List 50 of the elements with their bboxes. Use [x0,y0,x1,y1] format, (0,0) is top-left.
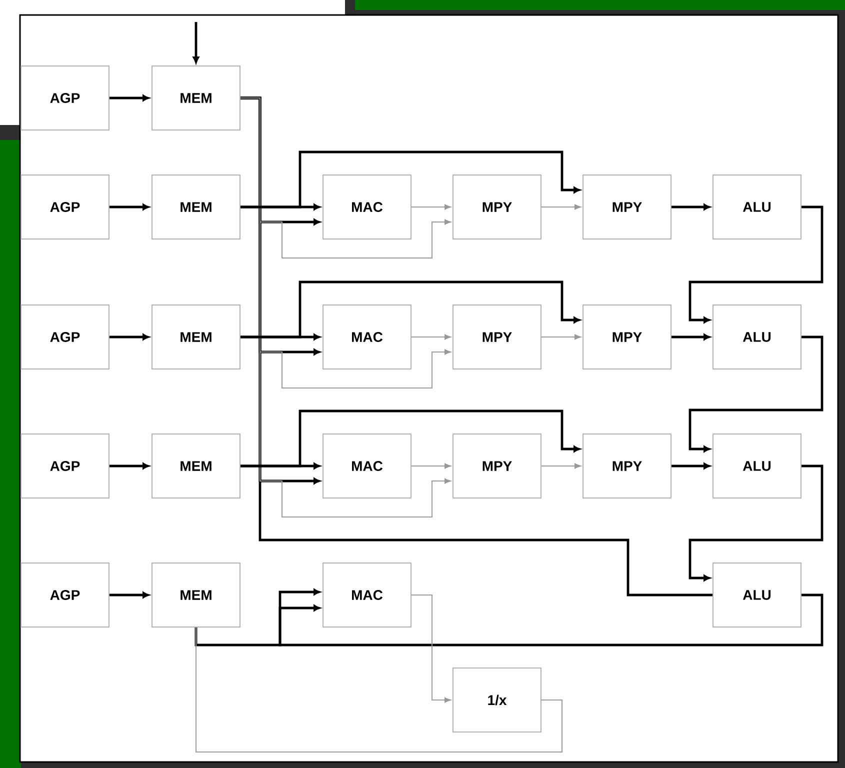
arrow [411,594,451,703]
arrow [672,204,710,210]
block-box: ALU [712,562,802,628]
arrow [688,336,824,452]
block-box: ALU [712,174,802,240]
arrow [688,206,824,324]
arrow [110,334,150,340]
block-box: ALU [712,304,802,370]
arrow [110,462,150,470]
arrow [411,463,451,469]
arrow [672,334,710,340]
block-box: MAC [322,434,412,498]
block-box: ALU [712,434,802,498]
block-box: MAC [322,562,412,628]
arrow [192,22,200,64]
arrow [688,464,824,582]
arrow [240,280,580,338]
block-box: MPY [452,304,542,370]
block-box: MEM [152,66,240,130]
arrow [240,98,451,518]
arrow [194,604,320,646]
block-box: MPY [452,434,542,498]
block-box: MAC [322,304,412,370]
arrow [541,334,581,340]
block-box: MPY [582,304,672,370]
arrow [411,334,451,340]
block-box: AGP [20,434,110,498]
block-box: AGP [20,174,110,240]
block-box: MEM [152,304,240,370]
block-box: AGP [20,562,110,628]
arrow [240,410,580,468]
block-box: AGP [20,304,110,370]
block-box: MEM [152,562,240,628]
block-box: MPY [452,174,542,240]
block-box: MPY [582,434,672,498]
arrow [541,463,581,469]
block-box: MEM [152,434,240,498]
arrow [110,592,150,598]
arrow [672,462,710,470]
block-box: 1/x [452,668,542,732]
arrow [240,150,580,208]
arrow [278,588,824,646]
block-box: MPY [582,174,672,240]
arrow [110,204,150,210]
arrow [541,204,581,210]
block-box: AGP [20,66,110,130]
block-box: MEM [152,174,240,240]
block-box: MAC [322,174,412,240]
arrow [110,94,150,102]
arrow [411,204,451,210]
